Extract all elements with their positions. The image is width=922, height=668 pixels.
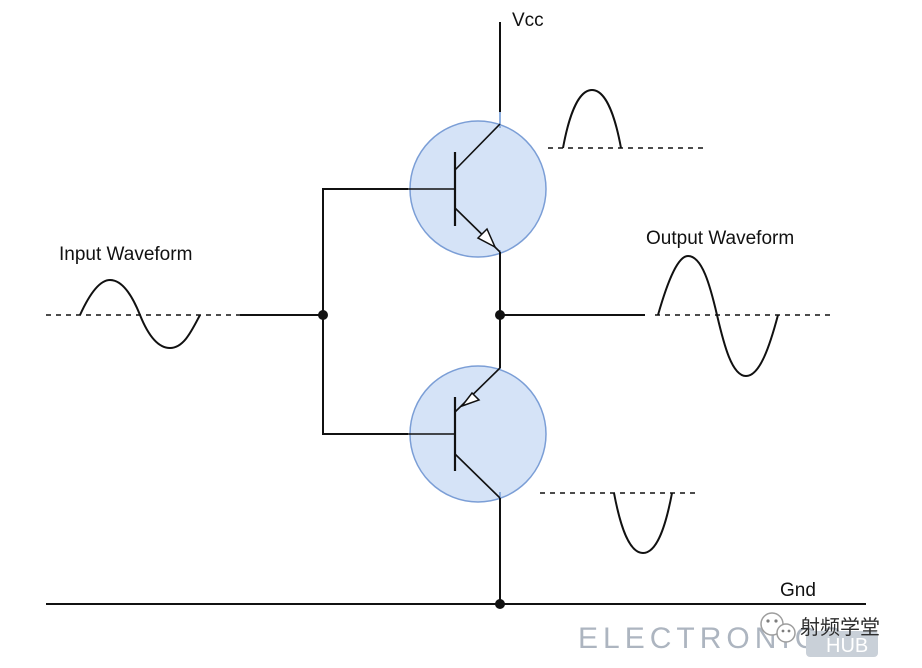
- lower-half-waveform: [613, 492, 673, 555]
- npn-transistor: [408, 112, 547, 268]
- watermark-account: 射频学堂: [800, 615, 880, 639]
- output-waveform-label: Output Waveform: [646, 228, 794, 249]
- watermark-brand: ELECTRONICS: [578, 622, 846, 655]
- base-bias-wire: [322, 188, 408, 435]
- watermark: ELECTRONICS HUB 射频学堂: [578, 612, 880, 657]
- ground-junction-dot: [495, 599, 505, 609]
- watermark-brand-suffix: HUB: [826, 635, 868, 657]
- output-waveform: [657, 254, 779, 378]
- input-waveform: [79, 278, 201, 350]
- gnd-label: Gnd: [780, 580, 816, 601]
- pnp-transistor: [408, 352, 547, 510]
- upper-half-waveform: [562, 88, 622, 149]
- vcc-label: Vcc: [512, 10, 544, 31]
- input-junction-dot: [318, 310, 328, 320]
- output-junction-dot: [495, 310, 505, 320]
- input-waveform-label: Input Waveform: [59, 244, 192, 265]
- wechat-icon: [760, 612, 796, 643]
